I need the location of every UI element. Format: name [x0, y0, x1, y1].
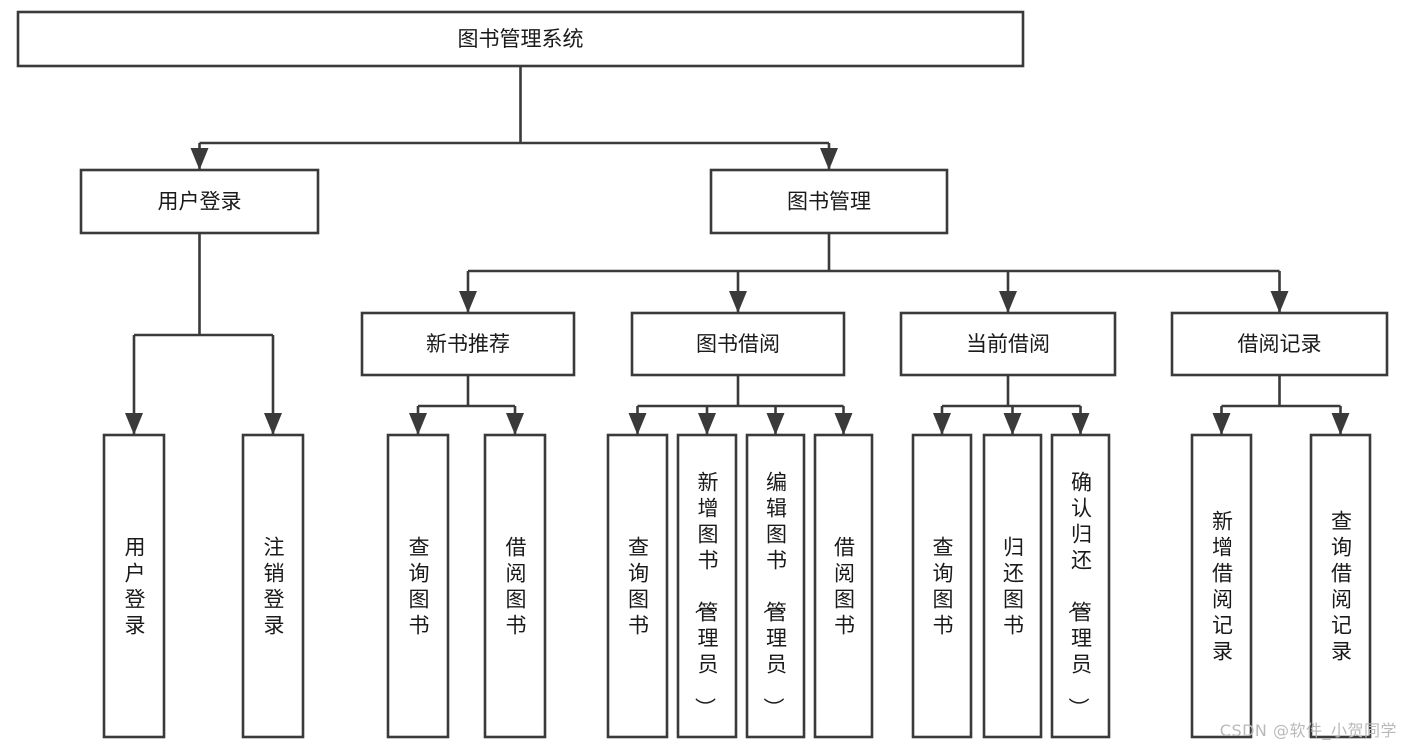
node-level3-1-label: 图书借阅 — [696, 332, 780, 356]
node-leaf-12[interactable]: 查询借阅记录 — [1309, 433, 1372, 739]
node-root[interactable]: 图书管理系统 — [16, 10, 1025, 68]
arrow-head-icon — [1212, 413, 1231, 435]
node-leaf-7[interactable]: 借阅图书 — [813, 433, 874, 739]
node-leaf-1-box — [241, 433, 305, 739]
node-leaf-0[interactable]: 用户登录 — [102, 433, 166, 739]
arrow-head-icon — [766, 413, 785, 435]
arrow-head-icon — [729, 291, 747, 313]
arrow-head-icon — [264, 413, 282, 435]
arrow-head-icon — [698, 413, 716, 435]
nodes-layer: 图书管理系统用户登录图书管理新书推荐图书借阅当前借阅借阅记录用户登录注销登录查询… — [16, 10, 1389, 739]
arrow-head-icon — [628, 413, 647, 435]
node-leaf-6-box — [745, 433, 806, 739]
arrow-head-icon — [1270, 291, 1289, 313]
node-leaf-0-label: 用户登录 — [125, 535, 146, 637]
node-leaf-6[interactable]: 编辑图书（管理员） — [745, 433, 806, 739]
node-leaf-2-box — [386, 433, 450, 739]
arrow-head-icon — [125, 413, 143, 435]
node-leaf-4-label: 查询图书 — [628, 535, 649, 637]
node-level2-0-box — [79, 168, 320, 235]
node-leaf-11-box — [1190, 433, 1253, 739]
node-leaf-12-box — [1309, 433, 1372, 739]
arrow-head-icon — [1331, 413, 1350, 435]
arrow-head-icon — [999, 291, 1017, 313]
arrow-head-icon — [1003, 413, 1022, 435]
node-level3-3-box — [1170, 311, 1389, 377]
node-leaf-7-box — [813, 433, 874, 739]
node-level3-3[interactable]: 借阅记录 — [1170, 311, 1389, 377]
node-level2-0-label: 用户登录 — [158, 190, 242, 214]
node-level3-1-box — [630, 311, 846, 377]
node-leaf-8-label: 查询图书 — [933, 535, 954, 637]
node-leaf-8-box — [911, 433, 973, 739]
node-level3-0-box — [360, 311, 576, 377]
node-leaf-8[interactable]: 查询图书 — [911, 433, 973, 739]
node-leaf-5-label: 新增图书（管理员） — [693, 470, 719, 718]
node-leaf-6-label: 编辑图书（管理员） — [761, 470, 787, 718]
node-level3-1[interactable]: 图书借阅 — [630, 311, 846, 377]
node-leaf-12-label: 查询借阅记录 — [1331, 509, 1352, 663]
node-leaf-9-label: 归还图书 — [1003, 535, 1024, 637]
node-root-box — [16, 10, 1025, 68]
node-leaf-9-box — [982, 433, 1043, 739]
node-leaf-3-label: 借阅图书 — [506, 535, 527, 637]
node-leaf-1-label: 注销登录 — [264, 535, 285, 637]
node-level3-2-box — [899, 311, 1117, 377]
node-leaf-10[interactable]: 确认归还（管理员） — [1050, 433, 1111, 739]
arrow-head-icon — [820, 148, 838, 170]
arrow-head-icon — [409, 413, 427, 435]
node-leaf-5-box — [676, 433, 738, 739]
arrow-head-icon — [834, 413, 853, 435]
node-leaf-4-box — [606, 433, 669, 739]
node-leaf-4[interactable]: 查询图书 — [606, 433, 669, 739]
node-leaf-11[interactable]: 新增借阅记录 — [1190, 433, 1253, 739]
arrow-head-icon — [190, 148, 209, 170]
node-level3-3-label: 借阅记录 — [1238, 332, 1322, 356]
node-level3-0[interactable]: 新书推荐 — [360, 311, 576, 377]
arrow-head-icon — [933, 413, 951, 435]
arrow-head-icon — [459, 291, 477, 313]
node-leaf-2[interactable]: 查询图书 — [386, 433, 450, 739]
node-leaf-10-label: 确认归还（管理员） — [1066, 470, 1092, 718]
node-leaf-2-label: 查询图书 — [409, 535, 430, 637]
node-leaf-3-box — [483, 433, 547, 739]
node-leaf-5[interactable]: 新增图书（管理员） — [676, 433, 738, 739]
node-level2-1-label: 图书管理 — [787, 190, 871, 214]
node-level2-1-box — [709, 168, 949, 235]
node-root-label: 图书管理系统 — [458, 27, 584, 51]
node-level2-0[interactable]: 用户登录 — [79, 168, 320, 235]
node-leaf-11-label: 新增借阅记录 — [1212, 509, 1233, 663]
node-level3-2-label: 当前借阅 — [966, 332, 1050, 356]
arrow-head-icon — [506, 413, 524, 435]
node-leaf-0-box — [102, 433, 166, 739]
connectors-layer — [125, 66, 1350, 435]
node-leaf-7-label: 借阅图书 — [834, 535, 855, 637]
node-level3-2[interactable]: 当前借阅 — [899, 311, 1117, 377]
arrow-head-icon — [1071, 413, 1090, 435]
node-leaf-3[interactable]: 借阅图书 — [483, 433, 547, 739]
node-leaf-9[interactable]: 归还图书 — [982, 433, 1043, 739]
node-level3-0-label: 新书推荐 — [426, 332, 510, 356]
node-leaf-10-box — [1050, 433, 1111, 739]
node-level2-1[interactable]: 图书管理 — [709, 168, 949, 235]
node-leaf-1[interactable]: 注销登录 — [241, 433, 305, 739]
